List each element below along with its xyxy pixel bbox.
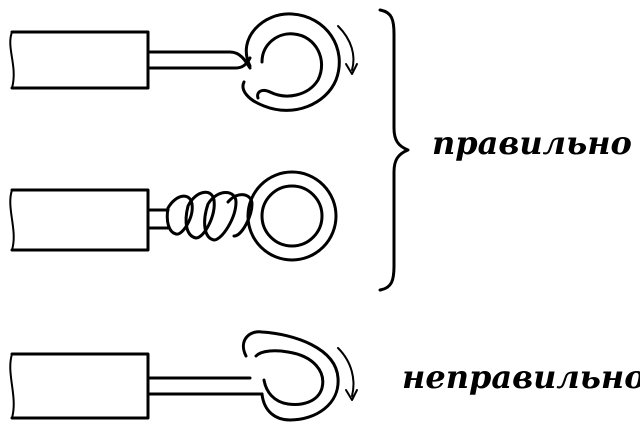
direction-arrow: [337, 347, 355, 397]
wire-hook: [241, 12, 341, 112]
wire-hook-incorrect: [9, 330, 358, 422]
curly-brace-icon: [378, 8, 410, 292]
wire-conductor: [146, 56, 252, 70]
wire-ring-outer: [246, 170, 338, 262]
wire-hook: [241, 330, 340, 422]
wire-insulation: [10, 188, 150, 252]
wire-conductor: [146, 50, 252, 70]
wire-insulation-cut: [9, 189, 15, 251]
wire-insulation: [10, 352, 150, 420]
wire-hook-inner: [256, 32, 324, 100]
wire-ring-inner: [260, 184, 324, 248]
curved-arrow-icon: [345, 389, 358, 401]
wire-twist: [203, 191, 238, 242]
wire-insulation-cut: [9, 31, 15, 89]
wire-twist: [226, 193, 254, 238]
wire-insulation-cut: [9, 353, 15, 419]
wire-loop-twisted: [9, 170, 338, 262]
wire-hook-inner: [254, 349, 325, 406]
wire-hook-correct: [9, 12, 358, 112]
label-incorrect: неправильно: [402, 358, 640, 396]
wire-insulation: [10, 30, 150, 90]
direction-arrow: [337, 25, 355, 71]
wire-twist: [184, 190, 216, 240]
label-correct: правильно: [432, 124, 632, 162]
curved-arrow-icon: [345, 63, 358, 75]
